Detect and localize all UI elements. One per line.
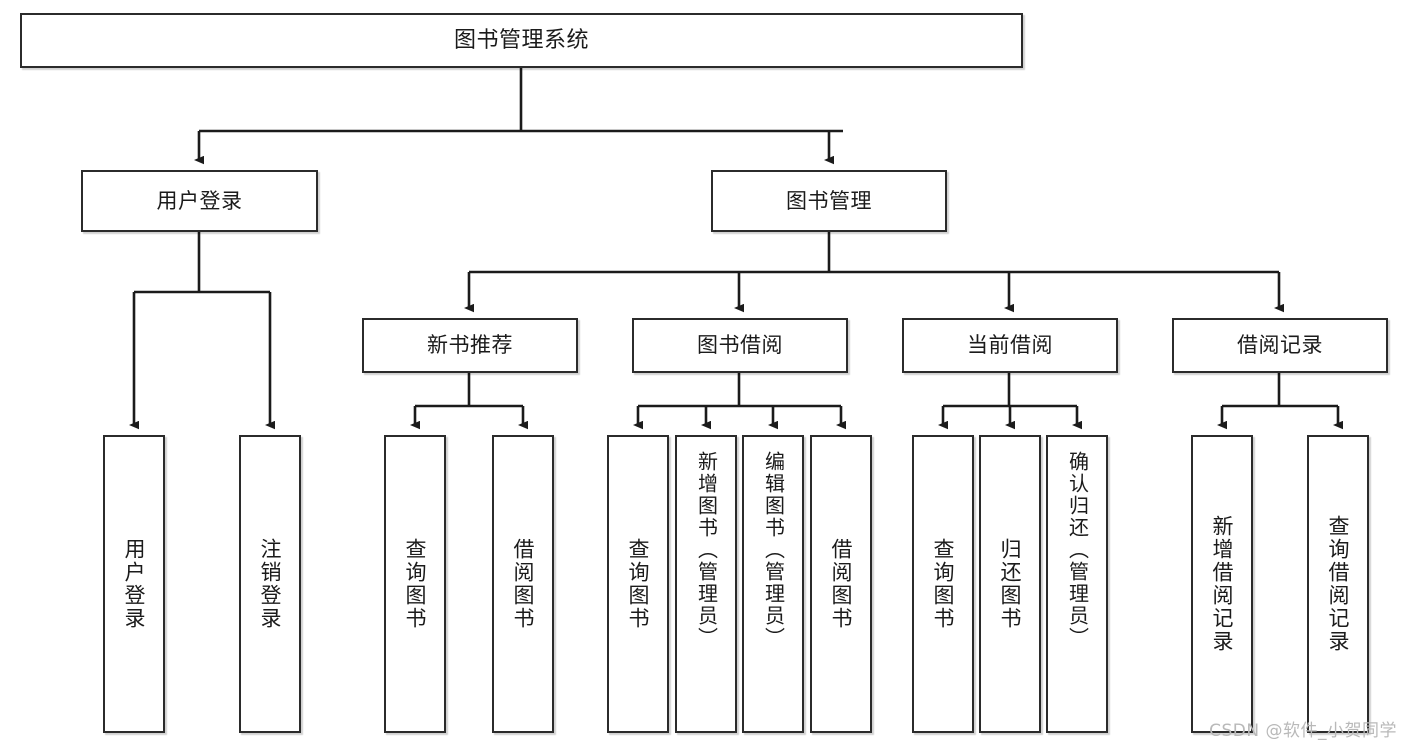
leaf-current-borrow-query[interactable]: 查询图书 (912, 435, 974, 733)
node-label: 借阅图书 (511, 538, 536, 630)
node-book-management[interactable]: 图书管理 (711, 170, 947, 232)
leaf-borrow-record-add[interactable]: 新增借阅记录 (1191, 435, 1253, 733)
node-current-borrowing[interactable]: 当前借阅 (902, 318, 1118, 373)
node-borrow-records[interactable]: 借阅记录 (1172, 318, 1388, 373)
leaf-current-borrow-return[interactable]: 归还图书 (979, 435, 1041, 733)
node-label: 图书借阅 (697, 333, 783, 358)
leaf-book-borrow-query[interactable]: 查询图书 (607, 435, 669, 733)
node-label: 新增借阅记录 (1210, 515, 1235, 653)
node-label: 图书管理系统 (453, 27, 589, 53)
node-label: 用户登录 (122, 538, 147, 630)
leaf-book-borrow-borrow[interactable]: 借阅图书 (810, 435, 872, 733)
node-label: 归还图书 (998, 538, 1023, 630)
node-label: 查询借阅记录 (1326, 515, 1351, 653)
leaf-borrow-record-query[interactable]: 查询借阅记录 (1307, 435, 1369, 733)
node-label: 查询图书 (931, 538, 956, 630)
node-label: 用户登录 (156, 188, 243, 213)
node-label: 借阅图书 (829, 538, 854, 630)
node-label: 当前借阅 (967, 333, 1053, 358)
node-label: 新书推荐 (427, 333, 513, 358)
leaf-book-borrow-add[interactable]: 新增图书（管理员） (675, 435, 737, 733)
node-label: 注销登录 (258, 538, 283, 630)
node-label: 新增图书（管理员） (694, 451, 719, 649)
csdn-watermark: CSDN @软件_小贺同学 (1209, 721, 1397, 741)
leaf-book-borrow-edit[interactable]: 编辑图书（管理员） (742, 435, 804, 733)
node-label: 查询图书 (626, 538, 651, 630)
node-root-system[interactable]: 图书管理系统 (20, 13, 1023, 68)
leaf-new-book-query[interactable]: 查询图书 (384, 435, 446, 733)
leaf-user-login-signin[interactable]: 用户登录 (103, 435, 165, 733)
leaf-current-borrow-confirm-return[interactable]: 确认归还（管理员） (1046, 435, 1108, 733)
node-book-borrowing[interactable]: 图书借阅 (632, 318, 848, 373)
node-user-login[interactable]: 用户登录 (81, 170, 318, 232)
node-new-book-recommend[interactable]: 新书推荐 (362, 318, 578, 373)
leaf-user-login-signout[interactable]: 注销登录 (239, 435, 301, 733)
node-label: 查询图书 (403, 538, 428, 630)
node-label: 借阅记录 (1237, 333, 1323, 358)
node-label: 图书管理 (786, 188, 872, 213)
leaf-new-book-borrow[interactable]: 借阅图书 (492, 435, 554, 733)
node-label: 编辑图书（管理员） (761, 451, 786, 649)
node-label: 确认归还（管理员） (1065, 451, 1090, 649)
